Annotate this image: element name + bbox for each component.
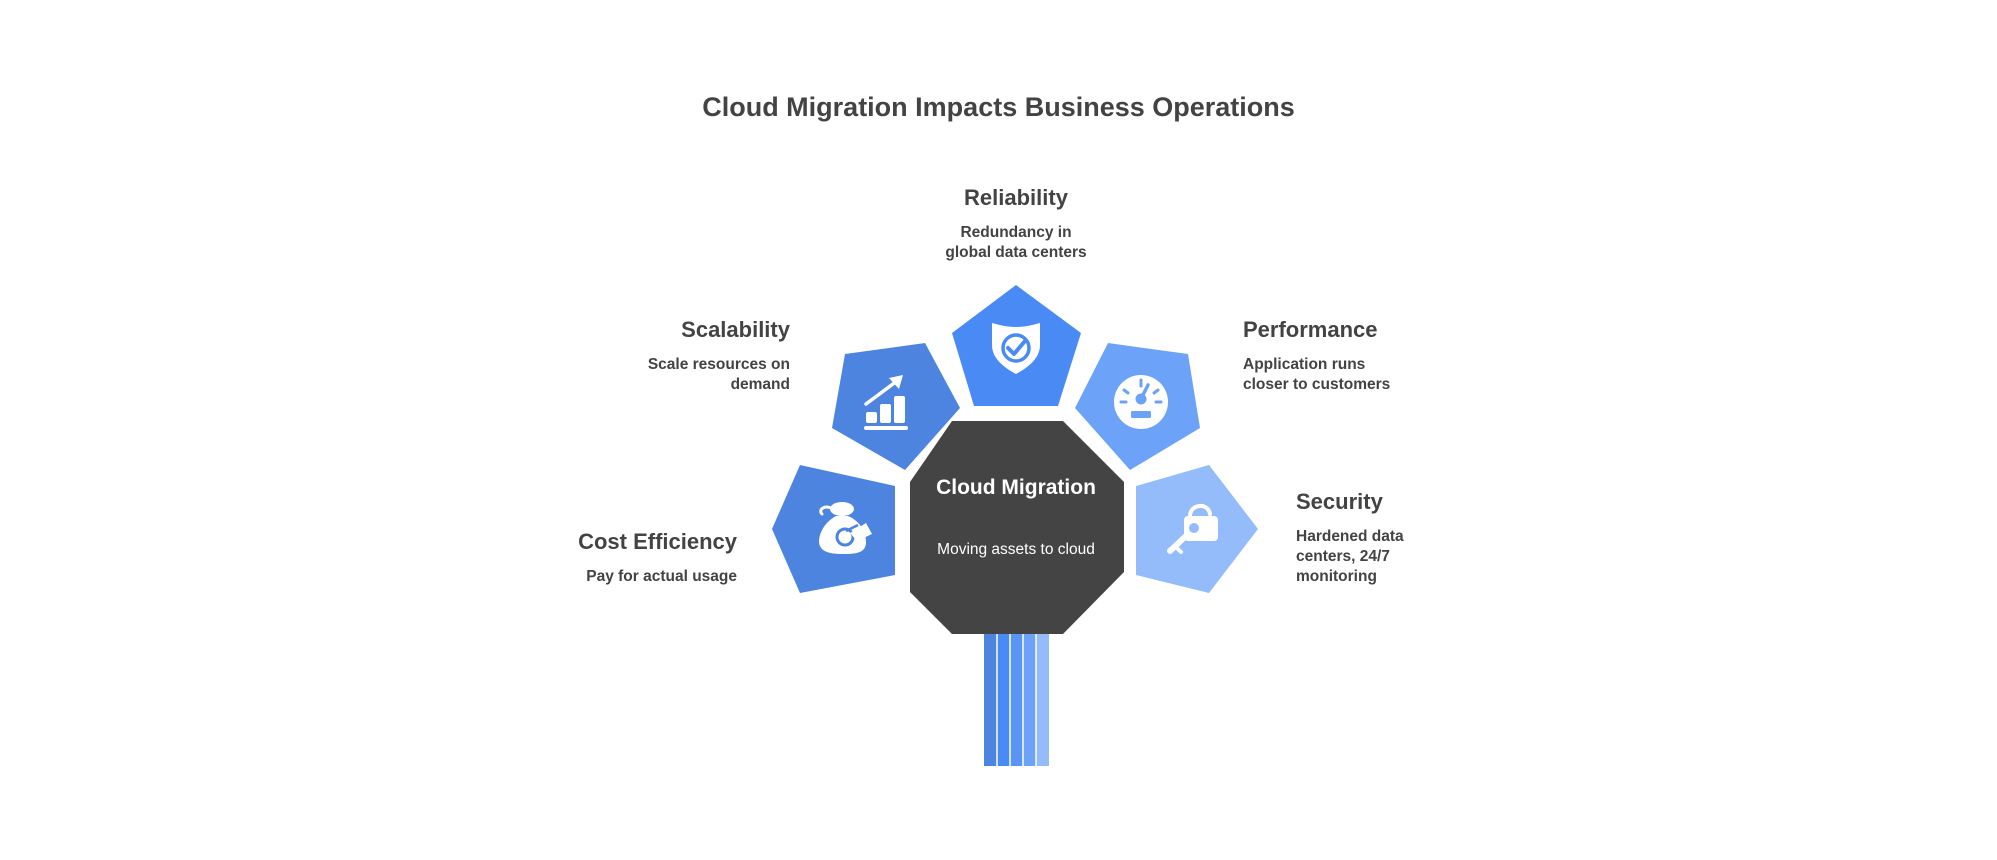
- performance-title: Performance: [1243, 317, 1378, 342]
- stem: [984, 634, 1049, 766]
- performance-description: Application runs closer to customers: [1243, 356, 1391, 393]
- bar-chart-growth-icon: [864, 375, 908, 430]
- unlock-key-icon: [1167, 504, 1218, 554]
- scalability-title: Scalability: [681, 317, 790, 342]
- speedometer-icon: [1114, 375, 1168, 429]
- scalability-description: Scale resources on demand: [647, 356, 790, 393]
- cost-efficiency-segment: [772, 465, 895, 593]
- scalability-segment: [832, 343, 960, 470]
- money-bag-icon: [819, 502, 872, 554]
- diagram-title: Cloud Migration Impacts Business Operati…: [702, 92, 1295, 122]
- scalability-label: Scalability Scale resources on demand: [590, 317, 790, 395]
- security-label: Security Hardened data centers, 24/7 mon…: [1296, 489, 1456, 587]
- cost-efficiency-description: Pay for actual usage: [586, 568, 737, 585]
- security-title: Security: [1296, 489, 1383, 514]
- cost-efficiency-label: Cost Efficiency Pay for actual usage: [537, 529, 737, 587]
- center-title: Cloud Migration: [936, 476, 1096, 499]
- stem-stripe-1: [984, 634, 997, 766]
- performance-segment: [1075, 343, 1200, 470]
- reliability-label: Reliability Redundancy in global data ce…: [900, 185, 1132, 263]
- stem-stripe-3: [1010, 634, 1023, 766]
- performance-label: Performance Application runs closer to c…: [1243, 317, 1443, 395]
- center-octagon: [910, 421, 1124, 634]
- center-description: Moving assets to cloud: [937, 541, 1095, 558]
- reliability-title: Reliability: [964, 185, 1068, 210]
- security-segment: [1136, 465, 1258, 593]
- reliability-segment: [952, 285, 1081, 406]
- cost-efficiency-title: Cost Efficiency: [578, 529, 737, 554]
- stem-stripe-2: [997, 634, 1010, 766]
- security-description: Hardened data centers, 24/7 monitoring: [1296, 528, 1404, 585]
- stem-stripe-4: [1023, 634, 1036, 766]
- stem-stripe-5: [1036, 634, 1049, 766]
- shield-check-icon: [992, 323, 1040, 374]
- reliability-description: Redundancy in global data centers: [945, 224, 1087, 261]
